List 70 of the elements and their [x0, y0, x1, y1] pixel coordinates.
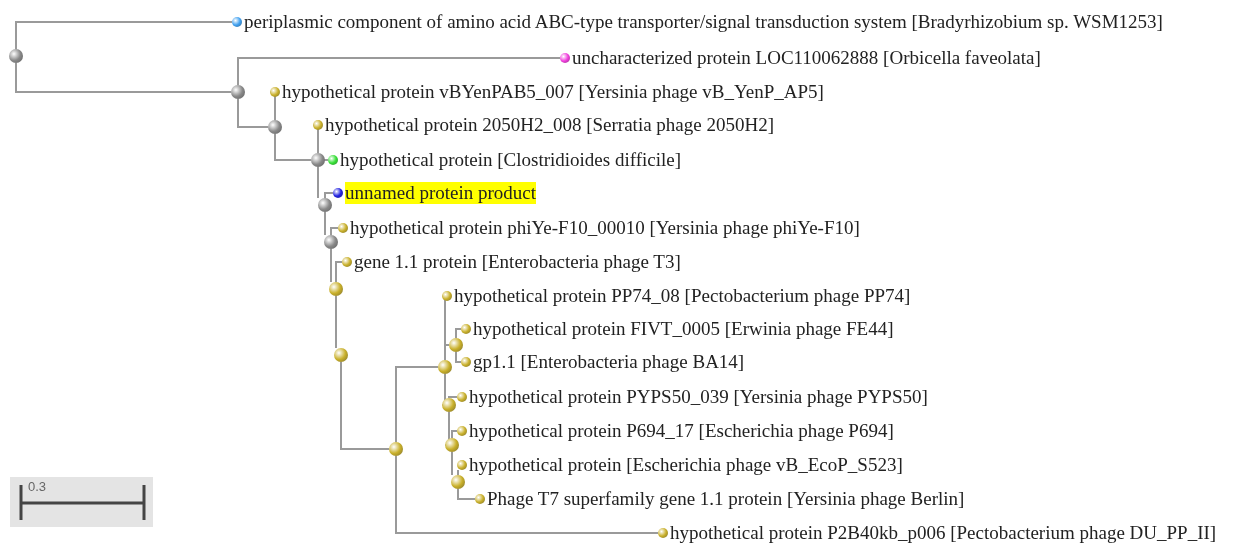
taxon-label: hypothetical protein [Escherichia phage vB_EcoP_S523]	[469, 454, 903, 476]
tree-branch	[274, 133, 312, 161]
branch-node	[268, 120, 282, 134]
branch-node	[389, 442, 403, 456]
taxon-label: gene 1.1 protein [Enterobacteria phage T3]	[354, 251, 681, 273]
tree-branch	[335, 261, 343, 283]
tree-branch	[395, 455, 659, 534]
taxon-label: hypothetical protein phiYe-F10_00010 [Yersinia phage phiYe-F10]	[350, 217, 860, 239]
taxon-label: Phage T7 superfamily gene 1.1 protein [Yersinia phage Berlin]	[487, 488, 965, 510]
branch-node	[449, 338, 463, 352]
leaf-node	[328, 155, 338, 165]
tree-branch	[395, 366, 439, 443]
leaf-node	[475, 494, 485, 504]
leaf-node	[658, 528, 668, 538]
taxon-label: hypothetical protein 2050H2_008 [Serratia phage 2050H2]	[325, 114, 775, 136]
taxon-label: hypothetical protein P2B40kb_p006 [Pectobacterium phage DU_PP_II]	[670, 522, 1217, 544]
leaf-node	[338, 223, 348, 233]
leaf-node	[442, 291, 452, 301]
leaf-node	[342, 257, 352, 267]
branch-node	[334, 348, 348, 362]
tree-branch	[324, 211, 326, 236]
tree-branch	[237, 57, 561, 86]
taxon-label: hypothetical protein P694_17 [Escherichia phage P694]	[469, 420, 894, 442]
leaf-node	[313, 120, 323, 130]
branch-node	[231, 85, 245, 99]
tree-branch	[340, 361, 390, 450]
tree-branch	[324, 192, 334, 199]
scale-label: 0.3	[28, 479, 47, 494]
leaf-node	[270, 87, 280, 97]
tree-branch	[15, 62, 232, 93]
taxon-label: unnamed protein product	[345, 182, 536, 204]
tree-branch	[237, 98, 269, 128]
tree-branch	[317, 166, 319, 199]
leaf-node	[457, 426, 467, 436]
branch-node	[442, 398, 456, 412]
tree-branch	[444, 344, 450, 361]
branch-node	[445, 438, 459, 452]
tree-branch	[451, 430, 458, 439]
branch-node	[451, 475, 465, 489]
taxon-label: gp1.1 [Enterobacteria phage BA14]	[473, 351, 745, 373]
branch-node	[318, 198, 332, 212]
leaf-node	[461, 357, 471, 367]
leaf-node	[560, 53, 570, 63]
branch-node	[329, 282, 343, 296]
leaf-node	[457, 460, 467, 470]
branch-node	[324, 235, 338, 249]
leaf-node	[457, 392, 467, 402]
branch-node	[311, 153, 325, 167]
tree-branch	[330, 248, 332, 283]
tree-branch	[15, 21, 233, 50]
tree-branch	[330, 227, 339, 236]
tree-branch	[335, 295, 337, 349]
tree-branch	[457, 469, 459, 476]
tree-branch	[448, 396, 458, 399]
branch-node	[438, 360, 452, 374]
taxon-label: uncharacterized protein LOC110062888 [Orbicella faveolata]	[572, 47, 1041, 69]
taxon-label: hypothetical protein [Clostridioides difficile]	[340, 149, 682, 171]
leaf-node	[232, 17, 242, 27]
branch-node	[9, 49, 23, 63]
taxon-label: periplasmic component of amino acid ABC-type transporter/signal transduction system [Bradyrhizobium sp. WSM1253]	[244, 11, 1163, 33]
tree-branch	[457, 488, 476, 500]
tree-branch	[455, 351, 462, 363]
leaf-node	[461, 324, 471, 334]
taxon-label: hypothetical protein FIVT_0005 [Erwinia phage FE44]	[473, 318, 894, 340]
leaf-node	[333, 188, 343, 198]
tree-branch	[451, 451, 453, 476]
taxon-label: hypothetical protein PP74_08 [Pectobacterium phage PP74]	[454, 285, 911, 307]
tree-branch	[455, 328, 462, 339]
taxon-label: hypothetical protein PYPS50_039 [Yersinia phage PYPS50]	[469, 386, 928, 408]
taxon-label: hypothetical protein vBYenPAB5_007 [Yersinia phage vB_YenP_AP5]	[282, 81, 824, 103]
